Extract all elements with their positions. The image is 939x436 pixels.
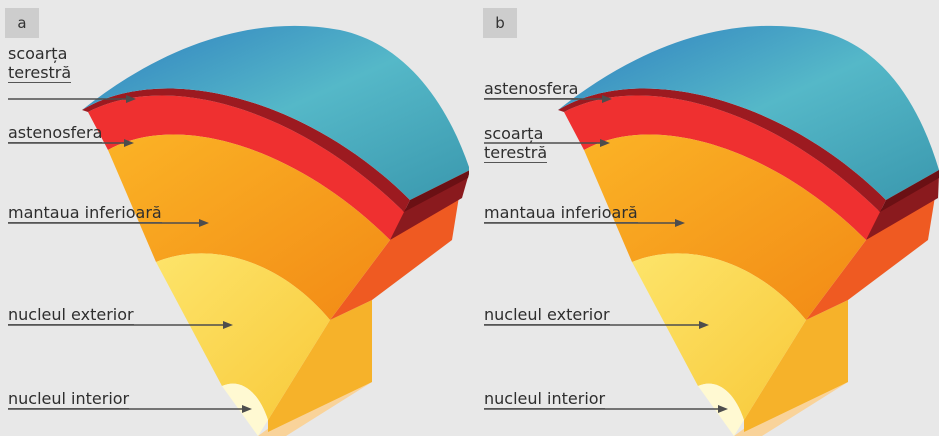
arrowhead-lower-mantle [199, 219, 209, 227]
label-crust-line1: scoarța [8, 44, 68, 63]
label-crust-a: scoarța terestră [8, 44, 72, 83]
layer-asthenosphere [88, 95, 404, 240]
arrowhead-outer-core [223, 321, 233, 329]
arrowhead-lower-mantle [675, 219, 685, 227]
layer-outer-core [156, 253, 330, 420]
arrowhead-crust [600, 139, 610, 147]
label-crust-line2: terestră [8, 63, 72, 83]
label-outer-core-a: nucleul exterior [8, 305, 134, 325]
side-face-outer [744, 300, 848, 432]
arrowhead-outer-core [699, 321, 709, 329]
arrows [8, 95, 252, 413]
side-face-crust [866, 175, 939, 240]
layer-crust [558, 88, 886, 212]
label-lower-mantle-b: mantaua inferioară [484, 203, 638, 223]
arrowhead-asthenosphere [124, 139, 134, 147]
panel-badge-b: b [483, 8, 517, 38]
layer-outer-core [632, 253, 806, 420]
arrows [484, 95, 728, 413]
panel-badge-a: a [5, 8, 39, 38]
crust-rim [404, 170, 469, 212]
panel-b: b astenosfera scoarța terestră mantaua i… [476, 0, 939, 436]
side-face-outer [268, 300, 372, 432]
label-asthenosphere-b: astenosfera [484, 79, 579, 99]
label-inner-core-b: nucleul interior [484, 389, 606, 409]
layer-surface [558, 25, 939, 200]
arrowhead-crust [126, 95, 136, 103]
layer-crust [82, 88, 410, 212]
arrowhead-inner-core [242, 405, 252, 413]
label-crust-line1: scoarța [484, 124, 544, 143]
label-asthenosphere-a: astenosfera [8, 123, 103, 143]
label-crust-b: scoarța terestră [484, 124, 548, 163]
earth-wedge-diagram-a [8, 25, 469, 436]
layer-lower-mantle [108, 134, 390, 320]
arrowhead-asthenosphere [602, 95, 612, 103]
crust-rim [880, 170, 939, 212]
arrowhead-inner-core [718, 405, 728, 413]
panel-a: a scoarța terestră astenosfera mantaua i… [0, 0, 469, 436]
label-inner-core-a: nucleul interior [8, 389, 130, 409]
label-outer-core-b: nucleul exterior [484, 305, 610, 325]
label-lower-mantle-a: mantaua inferioară [8, 203, 162, 223]
earth-wedge-diagram-b [484, 25, 939, 436]
layer-surface [82, 25, 469, 200]
label-crust-line2: terestră [484, 143, 548, 163]
layer-asthenosphere [564, 95, 880, 240]
layer-lower-mantle [584, 134, 866, 320]
